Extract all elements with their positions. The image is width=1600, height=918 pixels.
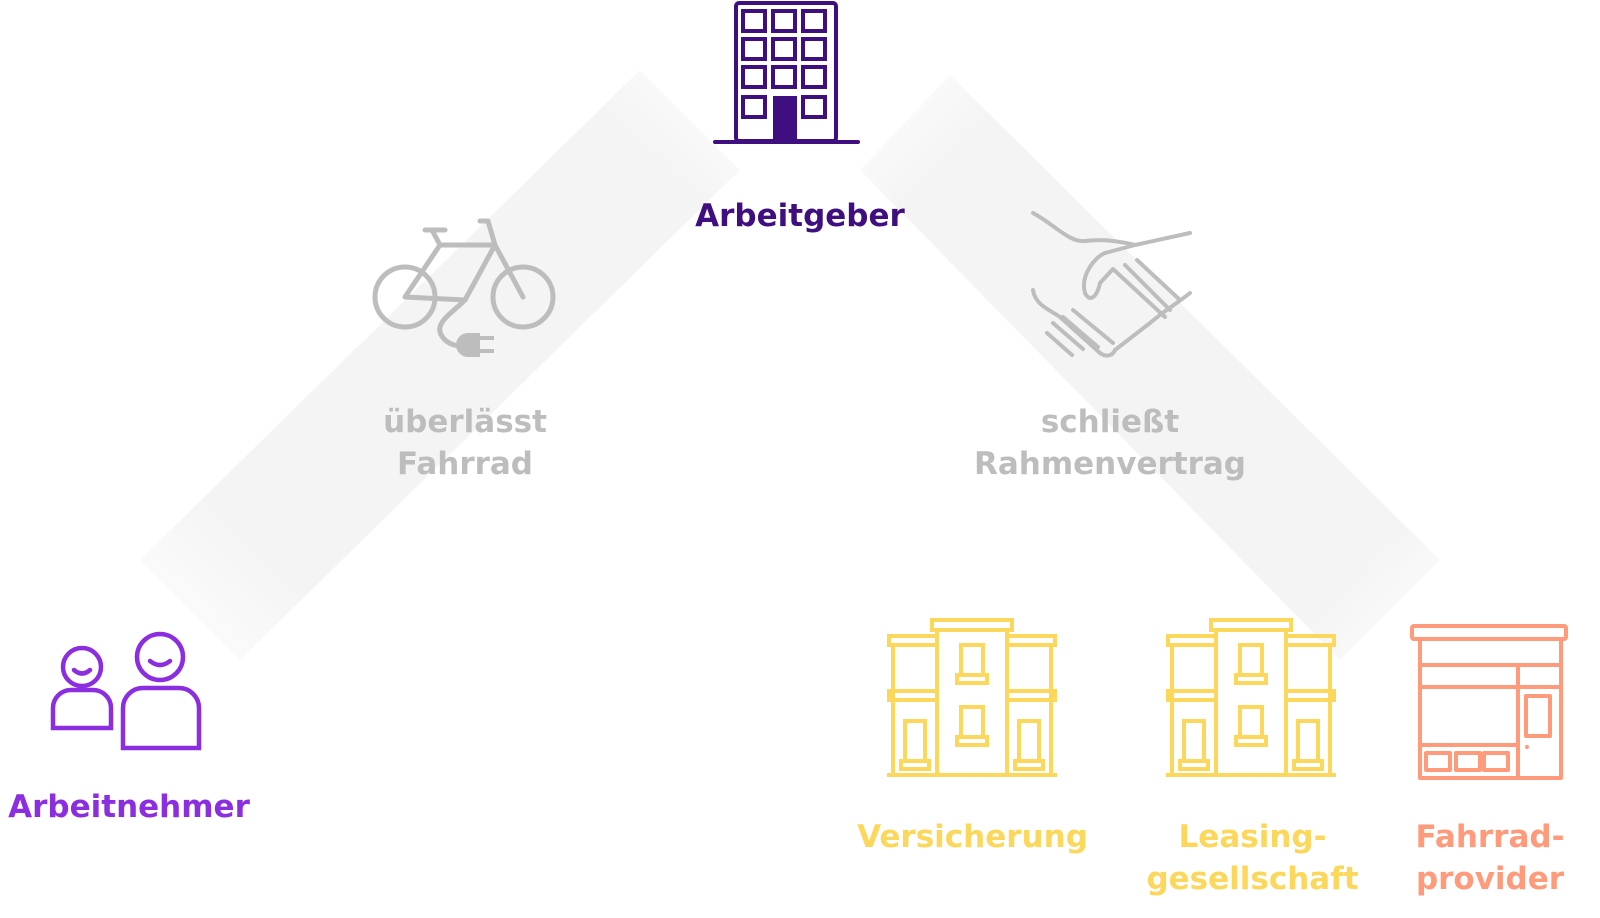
shop-icon bbox=[1410, 624, 1568, 780]
leasing-line1: Leasing- bbox=[1178, 819, 1327, 855]
leasing-label: Leasing- gesellschaft bbox=[1120, 816, 1385, 900]
employee-label: Arbeitnehmer bbox=[8, 789, 250, 825]
relation-left-line1: überlässt bbox=[383, 404, 547, 440]
relation-left-label: überlässt Fahrrad bbox=[320, 401, 610, 485]
provider-label: Fahrrad- provider bbox=[1395, 816, 1585, 900]
people-icon bbox=[50, 631, 202, 751]
insurance-building-icon bbox=[887, 618, 1057, 777]
leasing-line2: gesellschaft bbox=[1146, 861, 1359, 897]
office-building-icon bbox=[713, 1, 860, 144]
insurance-label: Versicherung bbox=[857, 819, 1088, 855]
relation-right-label: schließt Rahmenvertrag bbox=[950, 401, 1270, 485]
band-right bbox=[860, 75, 1440, 660]
leasing-building-icon bbox=[1166, 618, 1336, 777]
ebike-icon bbox=[372, 218, 556, 357]
handshake-icon bbox=[1031, 211, 1192, 358]
relation-right-line1: schließt bbox=[1040, 404, 1180, 440]
relation-right-line2: Rahmenvertrag bbox=[974, 446, 1246, 482]
provider-line1: Fahrrad- bbox=[1415, 819, 1565, 855]
provider-line2: provider bbox=[1415, 861, 1565, 897]
relation-left-line2: Fahrrad bbox=[396, 446, 534, 482]
employer-label: Arbeitgeber bbox=[695, 198, 905, 234]
band-left bbox=[140, 70, 740, 660]
